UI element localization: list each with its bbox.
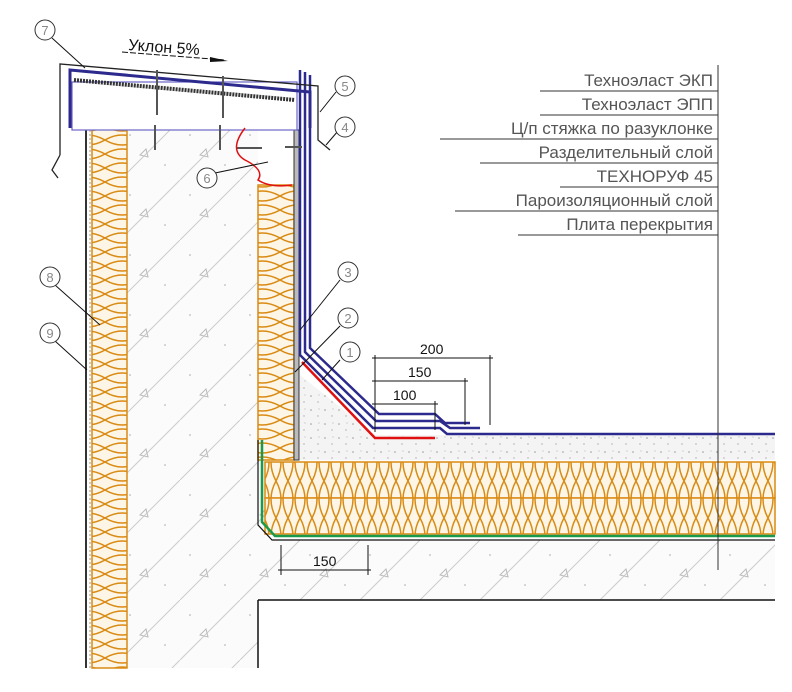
callout-circle-8 [39,266,61,288]
layer-legend: Техноэласт ЭКП Техноэласт ЭПП Ц/п стяжка… [440,71,718,236]
slope-label: Уклон 5% [128,37,200,59]
outer-wall-insulation [91,127,128,669]
callout-number: 2 [344,311,351,326]
callout-number: 6 [203,171,210,186]
callout-circle-4 [334,116,356,138]
layer-label: Плита перекрытия [566,215,713,234]
callout-circle-3 [337,261,359,283]
layer-label: Ц/п стяжка по разуклонке [511,119,713,138]
callout-circle-5 [334,75,356,97]
red-sealant-line [235,127,293,187]
layer-label: Техноэласт ЭПП [582,95,713,114]
callout-circle-9 [39,322,61,344]
callout-number: 8 [46,270,53,285]
roof-membrane [298,70,775,436]
parapet-board [71,81,298,131]
callout-circle-1 [339,341,361,363]
dimension-200: 200 [420,341,444,357]
cap-membrane [68,68,312,128]
layer-label: Разделительный слой [539,143,713,162]
osb-layer [73,78,296,102]
callout-circle-6 [196,167,218,189]
callout-number: 5 [341,79,348,94]
callout-leaders [51,37,341,381]
vapor-barrier [260,440,775,538]
dimension-100: 100 [393,387,417,403]
red-underlayer [301,361,435,440]
layer-label: Пароизоляционный слой [516,191,713,210]
callout-number: 1 [346,345,353,360]
callout-number: 3 [344,265,351,280]
callout-number: 9 [46,326,53,341]
callout-circle-2 [337,307,359,329]
parapet-insulation [257,184,295,461]
cement-board [293,129,300,461]
dimension-150: 150 [408,364,432,380]
metal-flashing [51,63,331,179]
slope-arrow [121,51,226,61]
screws [154,70,302,150]
concrete-wall [127,128,775,668]
callout-number: 4 [341,120,348,135]
layer-label: ТЕХНОРУФ 45 [597,167,713,186]
callout-circle-7 [34,19,56,41]
roof-insulation [264,461,776,499]
dimension-lines [278,355,493,575]
slab-outline [257,440,775,541]
callout-number: 7 [41,23,48,38]
dimension-vapor-150: 150 [313,553,337,569]
slope-arrow-head [210,57,228,62]
roof-insulation-lower [264,497,776,535]
layer-label: Техноэласт ЭКП [584,71,713,90]
